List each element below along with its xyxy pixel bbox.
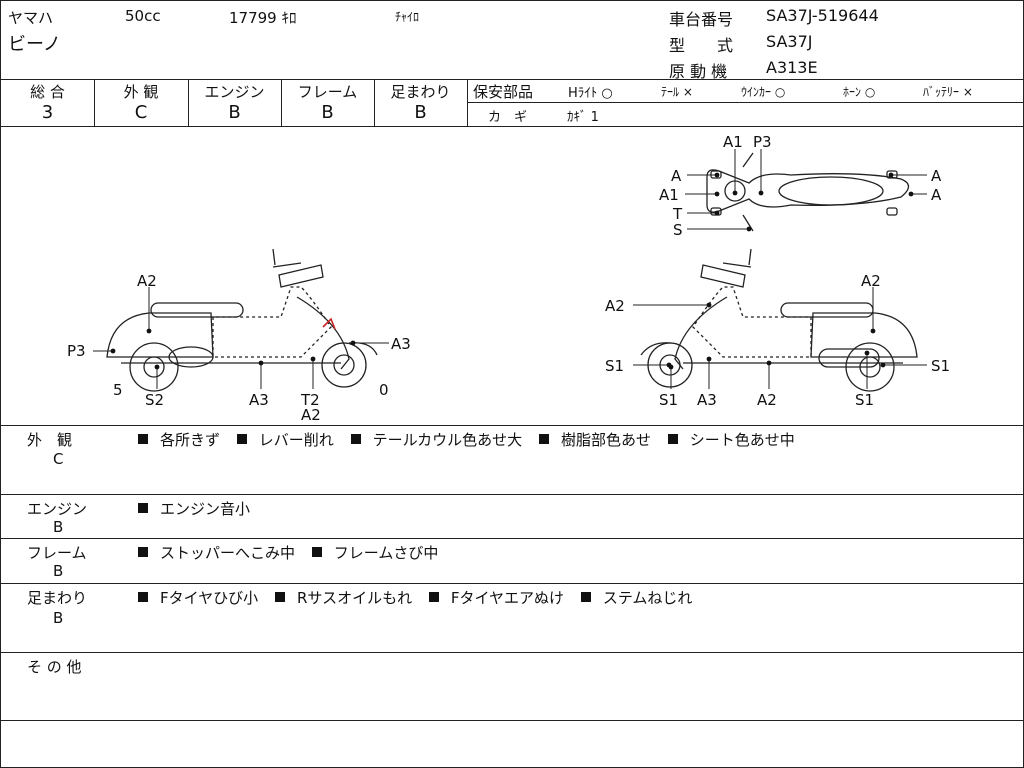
- type-label: 型 式: [669, 36, 734, 55]
- displacement: 50cc: [125, 7, 161, 25]
- grade-engine-label: エンジン: [204, 83, 265, 101]
- left-label-p3: P3: [67, 342, 86, 360]
- section-exterior-grade: C: [53, 450, 64, 468]
- left-label-a2-bottom: A2: [301, 406, 321, 424]
- top-label-a1-top: A1: [723, 133, 743, 151]
- model-name: ビーノ: [8, 34, 61, 55]
- bullet-icon: [274, 592, 285, 602]
- engine-value: A313E: [766, 58, 818, 77]
- bullet-icon: [667, 434, 678, 444]
- bullet-icon: [538, 434, 549, 444]
- color: ﾁｬｲﾛ: [395, 10, 420, 24]
- bullet-icon: [138, 547, 148, 557]
- section-engine-remarks: エンジン音小: [138, 498, 262, 519]
- left-label-s2: S2: [145, 391, 164, 409]
- right-label-s1-front: S1: [659, 391, 678, 409]
- section-suspension-grade: B: [53, 609, 64, 627]
- left-label-t2: T2: [300, 391, 320, 409]
- top-label-t: T: [672, 205, 683, 223]
- frame-no: SA37J-519644: [766, 6, 879, 25]
- top-view-scooter: [706, 152, 910, 232]
- section-exterior-name: 外 観: [27, 431, 73, 449]
- maker: ヤマハ: [8, 9, 54, 27]
- engine-label: 原 動 機: [669, 62, 728, 81]
- left-label-a2-seat: A2: [137, 272, 157, 290]
- safety-battery: ﾊﾞｯﾃﾘｰ ×: [923, 85, 973, 99]
- grade-frame-value: B: [321, 102, 334, 123]
- left-label-5: 5: [113, 381, 123, 399]
- top-label-a-right-lower: A: [931, 186, 942, 204]
- section-suspension-name: 足まわり: [27, 589, 88, 607]
- grade-total-label: 総 合: [30, 83, 65, 101]
- grade-exterior-value: C: [134, 102, 148, 123]
- safety-label: 保安部品: [473, 83, 534, 101]
- safety-headlight: Hﾗｲﾄ ○: [568, 86, 613, 101]
- damage-diagram: A1 P3 A A1 T S A A A2 P3 5 S2 A3 T2 A2 A…: [67, 133, 950, 424]
- grade-engine-value: B: [228, 102, 241, 123]
- top-label-p3: P3: [753, 133, 772, 151]
- bullet-icon: [428, 592, 439, 602]
- left-label-a3-floor: A3: [249, 391, 269, 409]
- bullet-icon: [138, 503, 148, 513]
- section-engine-grade: B: [53, 518, 64, 536]
- safety-winker: ｳｲﾝｶｰ ○: [741, 85, 786, 99]
- top-label-a-right-upper: A: [931, 167, 942, 185]
- section-frame-remarks: ストッパーへこみ中 フレームさび中: [138, 542, 450, 563]
- grade-suspension-label: 足まわり: [390, 83, 451, 101]
- safety-tail: ﾃｰﾙ ×: [661, 85, 693, 99]
- top-label-s: S: [673, 221, 683, 239]
- right-label-a2-front: A2: [605, 297, 625, 315]
- grade-total-value: 3: [41, 102, 54, 123]
- key-label: カ ギ: [488, 110, 528, 125]
- section-engine-name: エンジン: [27, 500, 88, 518]
- mileage: 17799 ｷﾛ: [229, 9, 297, 27]
- right-label-s1-rear: S1: [855, 391, 874, 409]
- bullet-icon: [580, 592, 591, 602]
- left-label-0: 0: [379, 381, 389, 399]
- key-value: ｶｷﾞ 1: [567, 110, 599, 125]
- bullet-icon: [311, 547, 322, 557]
- right-label-a3: A3: [697, 391, 717, 409]
- right-label-s1-right: S1: [931, 357, 950, 375]
- right-view-scooter: [640, 248, 918, 392]
- grade-exterior-label: 外 観: [123, 83, 159, 101]
- section-exterior-remarks: 各所きず レバー削れ テールカウル色あせ大 樹脂部色あせ シート色あせ中: [138, 429, 807, 450]
- frame-no-label: 車台番号: [669, 10, 734, 29]
- section-frame-name: フレーム: [27, 544, 87, 562]
- safety-horn: ﾎｰﾝ ○: [843, 85, 876, 99]
- right-label-s1-left: S1: [605, 357, 624, 375]
- top-label-a-left-upper: A: [671, 167, 682, 185]
- section-frame-grade: B: [53, 562, 64, 580]
- bullet-icon: [138, 592, 148, 602]
- left-label-a3-front: A3: [391, 335, 411, 353]
- right-label-a2-floor: A2: [757, 391, 777, 409]
- left-view-scooter: [106, 248, 378, 392]
- top-label-a1-left: A1: [659, 186, 679, 204]
- right-label-a2-seat: A2: [861, 272, 881, 290]
- section-suspension-remarks: Fタイヤひび小 Rサスオイルもれ Fタイヤエアぬけ ステムねじれ: [138, 587, 704, 608]
- type-value: SA37J: [766, 32, 813, 51]
- bullet-icon: [236, 434, 247, 444]
- grade-frame-label: フレーム: [297, 83, 358, 101]
- grade-suspension-value: B: [414, 102, 427, 123]
- section-other-name: そ の 他: [27, 658, 82, 676]
- bullet-icon: [138, 434, 148, 444]
- bullet-icon: [350, 434, 361, 444]
